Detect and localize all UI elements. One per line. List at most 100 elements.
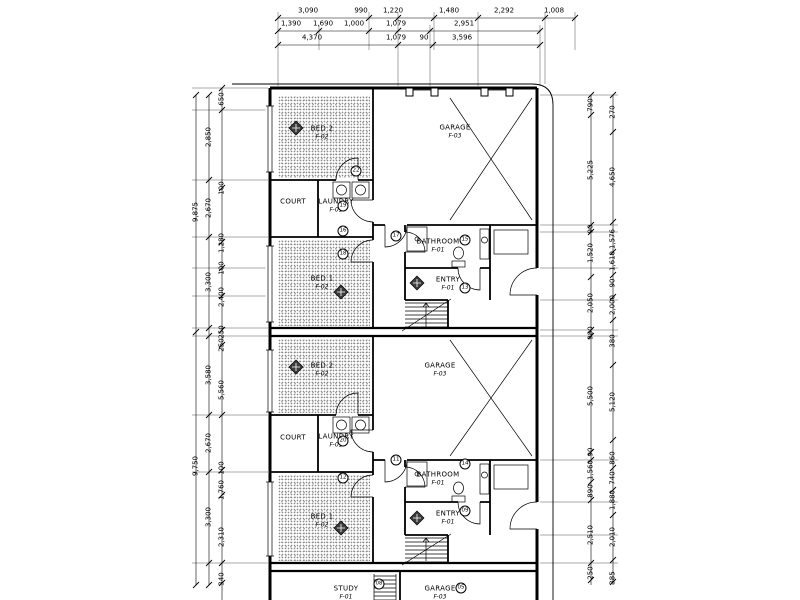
dim-label: 90 — [586, 224, 595, 234]
site-boundary-line — [232, 83, 554, 600]
room-label-bed2-unit1: BED 2 F-02 — [311, 125, 334, 142]
dim-label: 2,670 — [204, 432, 213, 454]
dim-label: 90 — [608, 278, 617, 288]
dim-label: 4,650 — [608, 166, 617, 188]
room-name: GARAGE — [439, 123, 471, 132]
room-name: STUDY — [333, 584, 359, 593]
dim-label: 3,090 — [297, 6, 319, 15]
room-code: F-01 — [431, 246, 445, 254]
dim-label: 890 — [586, 484, 595, 498]
room-label-entry-unit1: ENTRY F-01 — [436, 276, 460, 293]
door-tag: 15 — [459, 234, 471, 246]
room-code: F-01 — [329, 206, 343, 214]
dim-label: 740 — [608, 471, 617, 485]
dim-label: 1,520 — [586, 242, 595, 264]
dim-label: 2,400 — [217, 286, 226, 308]
dim-label: 2,310 — [217, 526, 226, 548]
door-tag: 09 — [459, 505, 471, 517]
dim-label: 790 — [586, 98, 595, 112]
dim-label: 2,010 — [608, 526, 617, 548]
dim-label: 250 — [217, 325, 226, 339]
dimension-ticks — [192, 14, 617, 589]
exterior-walls — [268, 86, 539, 600]
room-label-bathroom-unit1: BATHROOM F-01 — [417, 238, 460, 255]
room-name: GARAGE — [424, 584, 456, 593]
room-code: F-03 — [433, 593, 447, 600]
dim-label: 2,850 — [204, 126, 213, 148]
stair-treads — [373, 298, 452, 600]
door-swings — [335, 157, 538, 530]
dim-label: 385 — [608, 571, 617, 585]
garage-door-jambs — [405, 87, 514, 97]
dim-label: 1,576 — [608, 228, 617, 250]
dim-label: 1,008 — [543, 6, 565, 15]
ceiling-symbol-icons — [288, 120, 425, 536]
dim-label: 3,300 — [204, 271, 213, 293]
door-tag: 18 — [337, 248, 349, 260]
room-label-garage-unit3: GARAGE F-03 — [424, 585, 455, 600]
room-label-laundry-unit1: LAUNDRY F-01 — [318, 198, 353, 215]
room-label-garage-unit2: GARAGE F-03 — [424, 362, 455, 379]
room-name: LAUNDRY — [318, 432, 354, 441]
dim-label: 3,580 — [204, 364, 213, 386]
extension-lines — [192, 12, 618, 564]
dim-label: 270 — [608, 105, 617, 119]
room-label-court-unit1: COURT — [280, 197, 306, 206]
interior-walls — [270, 88, 537, 600]
room-code: F-02 — [315, 521, 329, 529]
dim-label: 100 — [217, 181, 226, 195]
door-tag: 11 — [390, 454, 402, 466]
room-code: F-03 — [433, 370, 447, 378]
dim-label: 9,750 — [191, 455, 200, 477]
room-code: F-02 — [315, 370, 329, 378]
door-tag: 14 — [459, 458, 471, 470]
room-label-entry-unit2: ENTRY F-01 — [436, 510, 460, 527]
door-tag: 08 — [373, 578, 385, 590]
dim-label: 1,610 — [608, 250, 617, 272]
room-label-garage-unit1: GARAGE F-03 — [439, 124, 470, 141]
room-name: BATHROOM — [416, 470, 460, 479]
dim-label: 9,875 — [191, 201, 200, 223]
dim-label: 1,280 — [217, 232, 226, 254]
door-tag: 16 — [337, 225, 349, 237]
room-name: BED 2 — [310, 124, 334, 133]
fixtures — [332, 181, 529, 503]
room-label-laundry-unit2: LAUNDRY F-01 — [318, 433, 353, 450]
door-tag: 17 — [390, 230, 402, 242]
garage-door-cross — [413, 89, 533, 457]
room-name: BED 1 — [310, 274, 334, 283]
dim-label: 250 — [217, 338, 226, 352]
room-name: BED 1 — [310, 512, 334, 521]
room-code: F-02 — [315, 133, 329, 141]
dim-label: 380 — [608, 334, 617, 348]
hatch-bed2-unit2 — [278, 339, 370, 413]
door-tag: 19 — [337, 200, 349, 212]
dim-label: 2,510 — [586, 524, 595, 546]
dim-label: 2,292 — [493, 6, 515, 15]
dim-label: 5,560 — [217, 379, 226, 401]
window-openings — [265, 105, 275, 557]
hatch-bed2-unit1 — [278, 96, 370, 178]
room-label-bathroom-unit2: BATHROOM F-01 — [417, 471, 460, 488]
room-label-bed1-unit2: BED 1 F-02 — [311, 513, 334, 530]
room-name: COURT — [280, 197, 306, 206]
room-code: F-02 — [315, 283, 329, 291]
room-label-bed1-unit1: BED 1 F-02 — [311, 275, 334, 292]
room-name: BED 2 — [310, 361, 334, 370]
room-name: ENTRY — [435, 275, 461, 284]
room-label-bed2-unit2: BED 2 F-02 — [311, 362, 334, 379]
room-name: LAUNDRY — [318, 197, 354, 206]
dim-label: 5,500 — [586, 385, 595, 407]
dim-label: 5,225 — [586, 159, 595, 181]
room-code: F-01 — [441, 284, 455, 292]
dim-label: 990 — [354, 6, 368, 15]
door-tag: 12 — [337, 472, 349, 484]
room-code: F-01 — [441, 518, 455, 526]
dim-label: 980 — [586, 326, 595, 340]
dim-label: 1,220 — [382, 6, 404, 15]
dim-label: 1,690 — [312, 19, 334, 28]
hatch-bed1-unit1 — [278, 240, 370, 326]
party-walls — [270, 326, 537, 573]
dim-label: 2,000 — [608, 294, 617, 316]
